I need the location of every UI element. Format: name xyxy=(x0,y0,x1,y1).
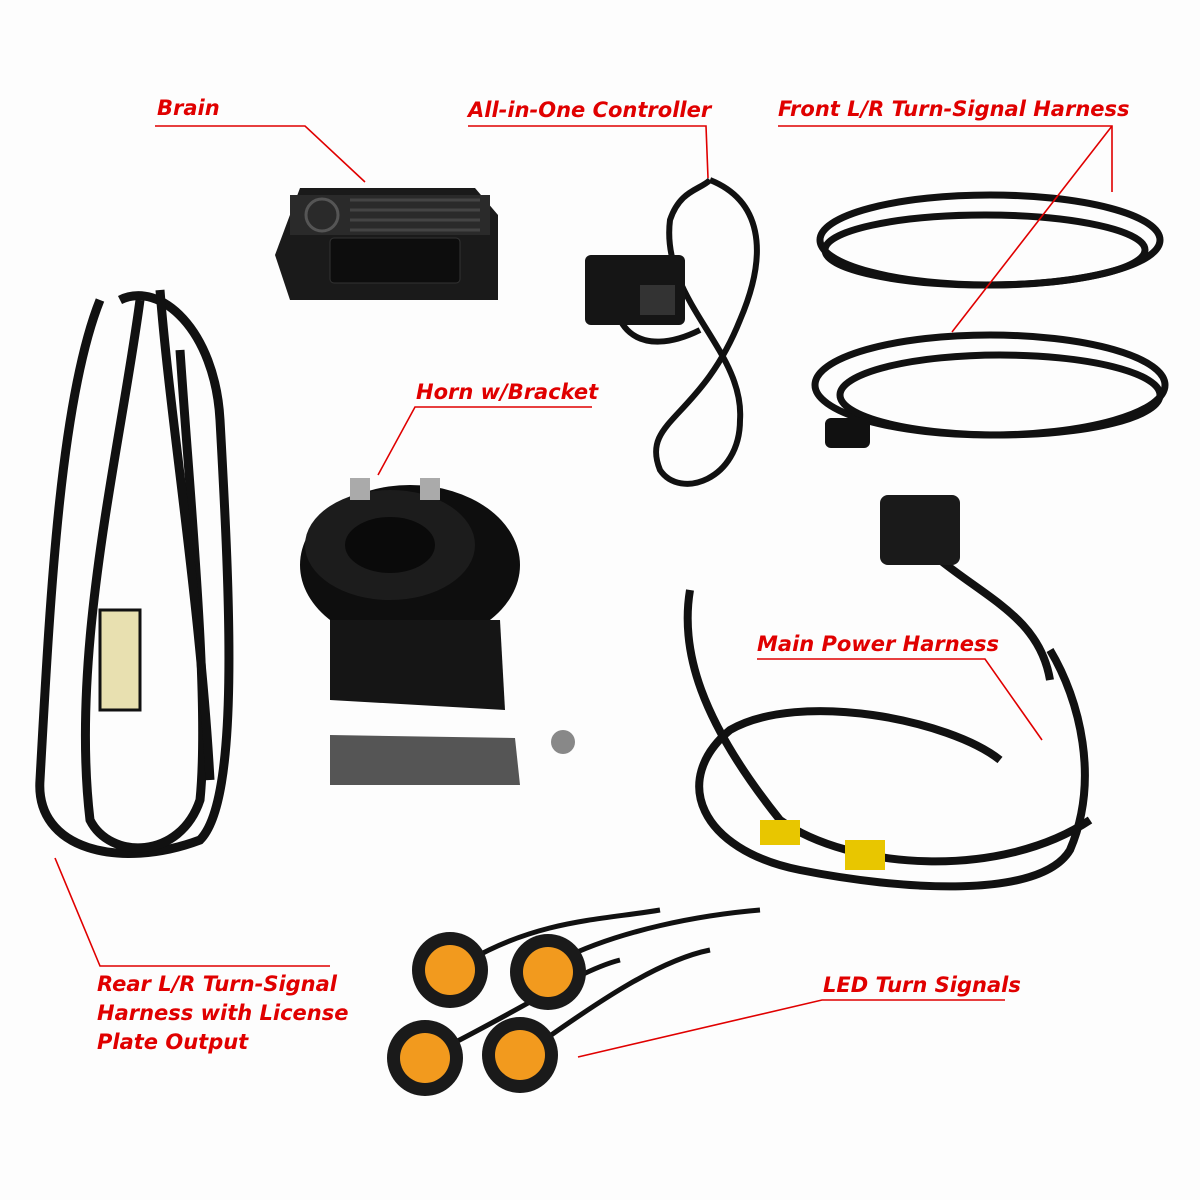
label-brain: Brain xyxy=(157,96,220,120)
all-in-one-controller xyxy=(611,177,760,487)
led-turn-signals xyxy=(387,907,761,1096)
main-connector xyxy=(880,495,960,565)
label-front-harness: Front L/R Turn-Signal Harness xyxy=(778,97,1130,121)
leader-lines xyxy=(54,125,1113,1058)
label-controller: All-in-One Controller xyxy=(468,98,712,122)
label-led-signals: LED Turn Signals xyxy=(823,973,1021,997)
label-rear-line3: Plate Output xyxy=(97,1030,249,1054)
horn xyxy=(300,478,575,785)
label-rear-harness: Rear L/R Turn-Signal Harness with Licens… xyxy=(97,970,348,1057)
label-main-power: Main Power Harness xyxy=(757,632,999,656)
nut xyxy=(551,730,575,754)
label-rear-line2: Harness with License xyxy=(97,1001,349,1025)
brain-module xyxy=(275,188,498,300)
label-rear-line1: Rear L/R Turn-Signal xyxy=(97,972,338,996)
front-turn-signal-harness xyxy=(811,191,1169,439)
horn-bracket xyxy=(330,735,520,785)
rear-turn-signal-harness xyxy=(35,289,234,858)
label-horn: Horn w/Bracket xyxy=(416,380,599,404)
